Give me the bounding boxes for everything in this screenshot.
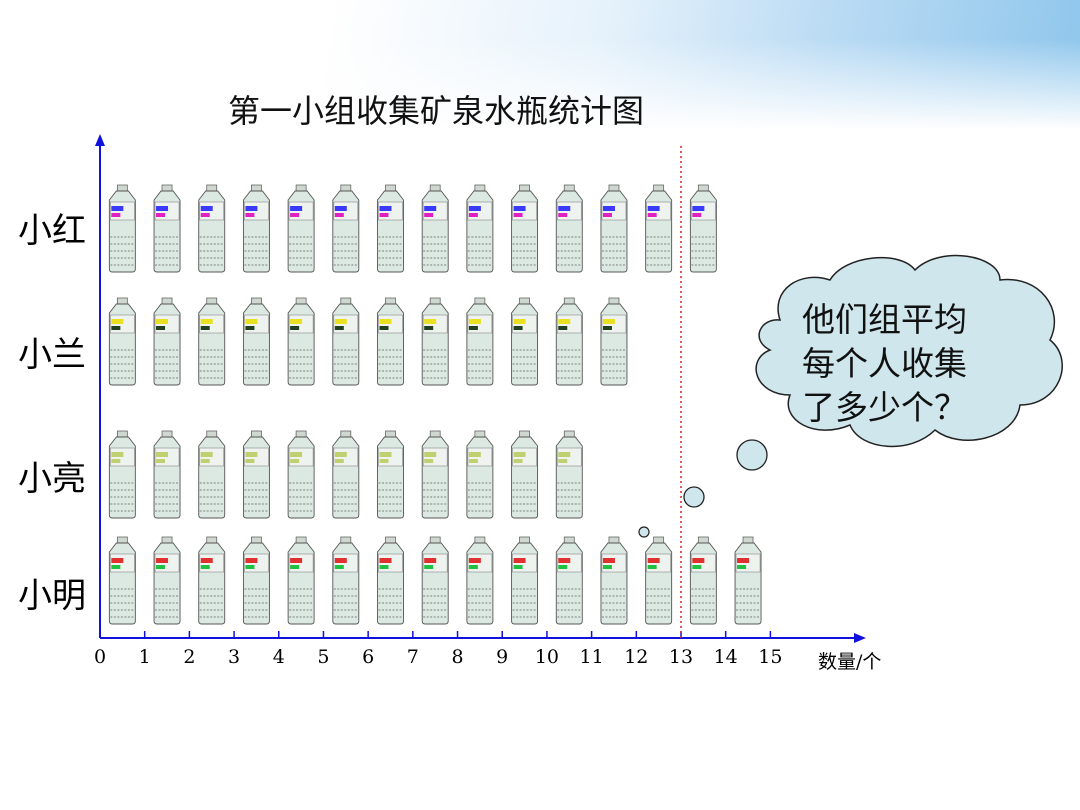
bottle-mark [689,536,717,625]
chart-title: 第一小组收集矿泉水瓶统计图 [228,92,645,130]
thought-bubble-small [638,526,650,538]
bottle-mark [287,184,315,273]
bottle-mark [242,297,270,386]
y-axis-arrow [95,134,105,146]
bottle-mark [511,536,539,625]
x-tick-label: 14 [713,646,738,668]
bottle-mark [600,184,628,273]
category-label-xiaoliang: 小亮 [18,459,86,499]
bottle-mark [242,184,270,273]
x-tick-label: 1 [138,646,151,668]
x-tick-label: 0 [93,646,107,668]
bottle-mark [600,297,628,386]
bottle-mark [377,430,404,519]
thought-bubble-medium [683,486,705,508]
bottle-mark [153,184,181,273]
bottle-mark [377,536,404,625]
bottle-mark [421,430,449,519]
thought-cloud [638,254,1063,538]
cloud-line-3: 了多少个？ [802,388,967,427]
x-tick-label: 15 [758,646,783,668]
bottle-mark [645,184,673,273]
bottle-mark [421,536,449,625]
bottle-mark [108,430,136,519]
x-tick-label: 10 [534,646,560,668]
bottle-mark [198,536,226,625]
category-label-xiaohong: 小红 [18,211,86,251]
bottle-mark [555,297,583,386]
header-background [0,0,1080,130]
x-tick-label: 6 [362,646,375,668]
x-tick-label: 5 [317,646,330,668]
bottle-mark [198,297,226,386]
cloud-line-1: 他们组平均 [802,300,967,339]
bottle-mark [242,536,270,625]
bottle-mark [421,184,449,273]
cloud-shape [755,254,1063,448]
x-tick-label: 12 [624,646,649,668]
x-tick-label: 3 [228,646,241,668]
bottle-mark [555,184,583,273]
bottle-mark [198,430,226,519]
x-tick-label: 11 [579,646,604,668]
bottle-mark [153,536,181,625]
category-label-xiaolan: 小兰 [18,335,86,375]
bottle-mark [466,536,494,625]
bottle-mark [332,184,360,273]
x-tick-label: 8 [451,646,464,668]
bottle-mark [287,297,315,386]
x-tick-label: 4 [272,646,285,668]
bottle-mark [108,536,136,625]
bottle-mark [287,536,315,625]
x-axis-arrow [854,633,866,643]
bottle-mark [466,297,494,386]
bottle-mark [153,430,181,519]
bottle-mark [734,536,762,625]
bottle-mark [600,536,628,625]
bottle-mark [511,430,539,519]
bottle-mark [108,297,136,386]
x-tick-label: 7 [406,646,419,668]
bottle-mark [242,430,270,519]
bottle-mark [555,536,583,625]
bottle-mark [153,297,181,386]
bottle-mark [466,430,494,519]
thought-bubble-large [736,439,768,471]
bottle-mark [332,297,360,386]
bottle-mark [511,297,539,386]
cloud-question: 他们组平均 每个人收集 了多少个？ [802,298,1002,430]
cloud-line-2: 每个人收集 [802,344,967,383]
bottle-mark [332,430,360,519]
bottle-mark [555,430,583,519]
bottle-mark [377,184,404,273]
bottle-mark [198,184,226,273]
category-label-xiaoming: 小明 [18,576,86,616]
x-axis-unit-label: 数量/个 [818,651,882,673]
bottle-mark [332,536,360,625]
bottle-mark [377,297,404,386]
bottle-mark [421,297,449,386]
bottle-mark [108,184,136,273]
bottle-mark [511,184,539,273]
x-tick-label: 2 [183,646,196,668]
x-tick-label: 13 [668,646,694,668]
bottle-mark [466,184,494,273]
bottle-mark [689,184,717,273]
bottle-mark [287,430,315,519]
bottle-mark [645,536,673,625]
x-tick-label: 9 [496,646,509,668]
